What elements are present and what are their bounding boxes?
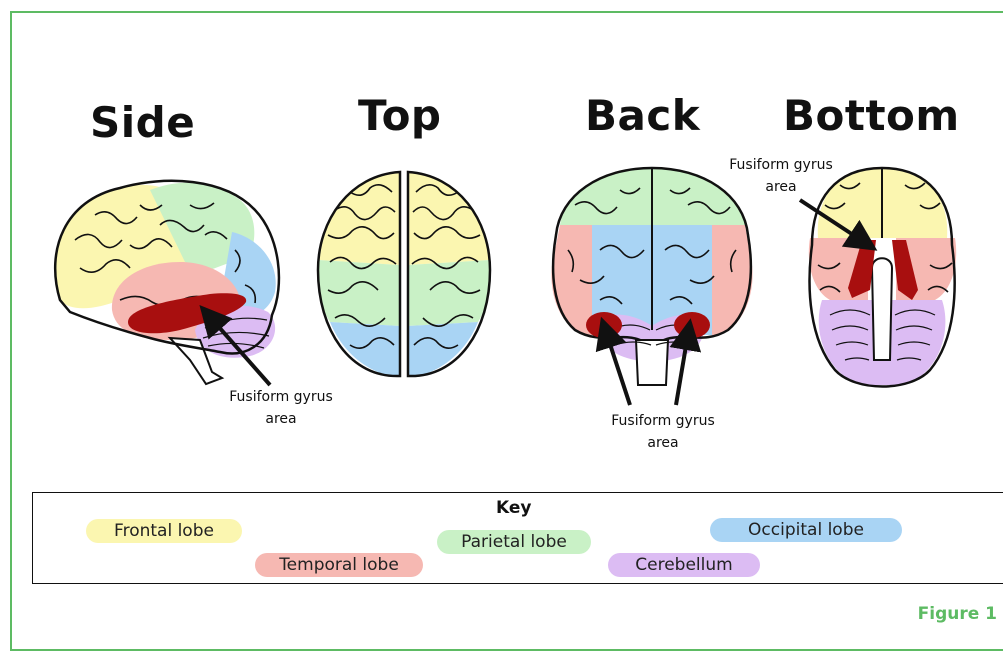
annotation-back: Fusiform gyrus area — [598, 410, 728, 454]
key-item-parietal: Parietal lobe — [437, 530, 591, 554]
brain-top-view — [318, 172, 490, 376]
back-temporal-left — [551, 225, 592, 335]
key-item-temporal: Temporal lobe — [255, 553, 423, 577]
annotation-side-line1: Fusiform gyrus — [216, 386, 346, 408]
figure-label: Figure 1 — [918, 604, 997, 624]
top-parietal-lobe — [318, 260, 400, 326]
annotation-side-line2: area — [216, 408, 346, 430]
back-fusiform-left — [586, 312, 622, 338]
annotation-back-line2: area — [598, 432, 728, 454]
annotation-bottom-line1: Fusiform gyrus — [716, 154, 846, 176]
key-item-cerebellum: Cerebellum — [608, 553, 760, 577]
key-item-frontal: Frontal lobe — [86, 519, 242, 543]
key-item-occipital: Occipital lobe — [710, 518, 902, 542]
annotation-bottom: Fusiform gyrus area — [716, 154, 846, 198]
back-temporal-right — [712, 225, 753, 335]
brain-back-view — [551, 168, 752, 405]
key-title: Key — [496, 498, 532, 518]
back-fusiform-right — [674, 312, 710, 338]
brain-side-view — [55, 181, 279, 385]
annotation-back-line1: Fusiform gyrus — [598, 410, 728, 432]
annotation-side: Fusiform gyrus area — [216, 386, 346, 430]
brain-bottom-view — [800, 168, 956, 387]
annotation-bottom-line2: area — [716, 176, 846, 198]
